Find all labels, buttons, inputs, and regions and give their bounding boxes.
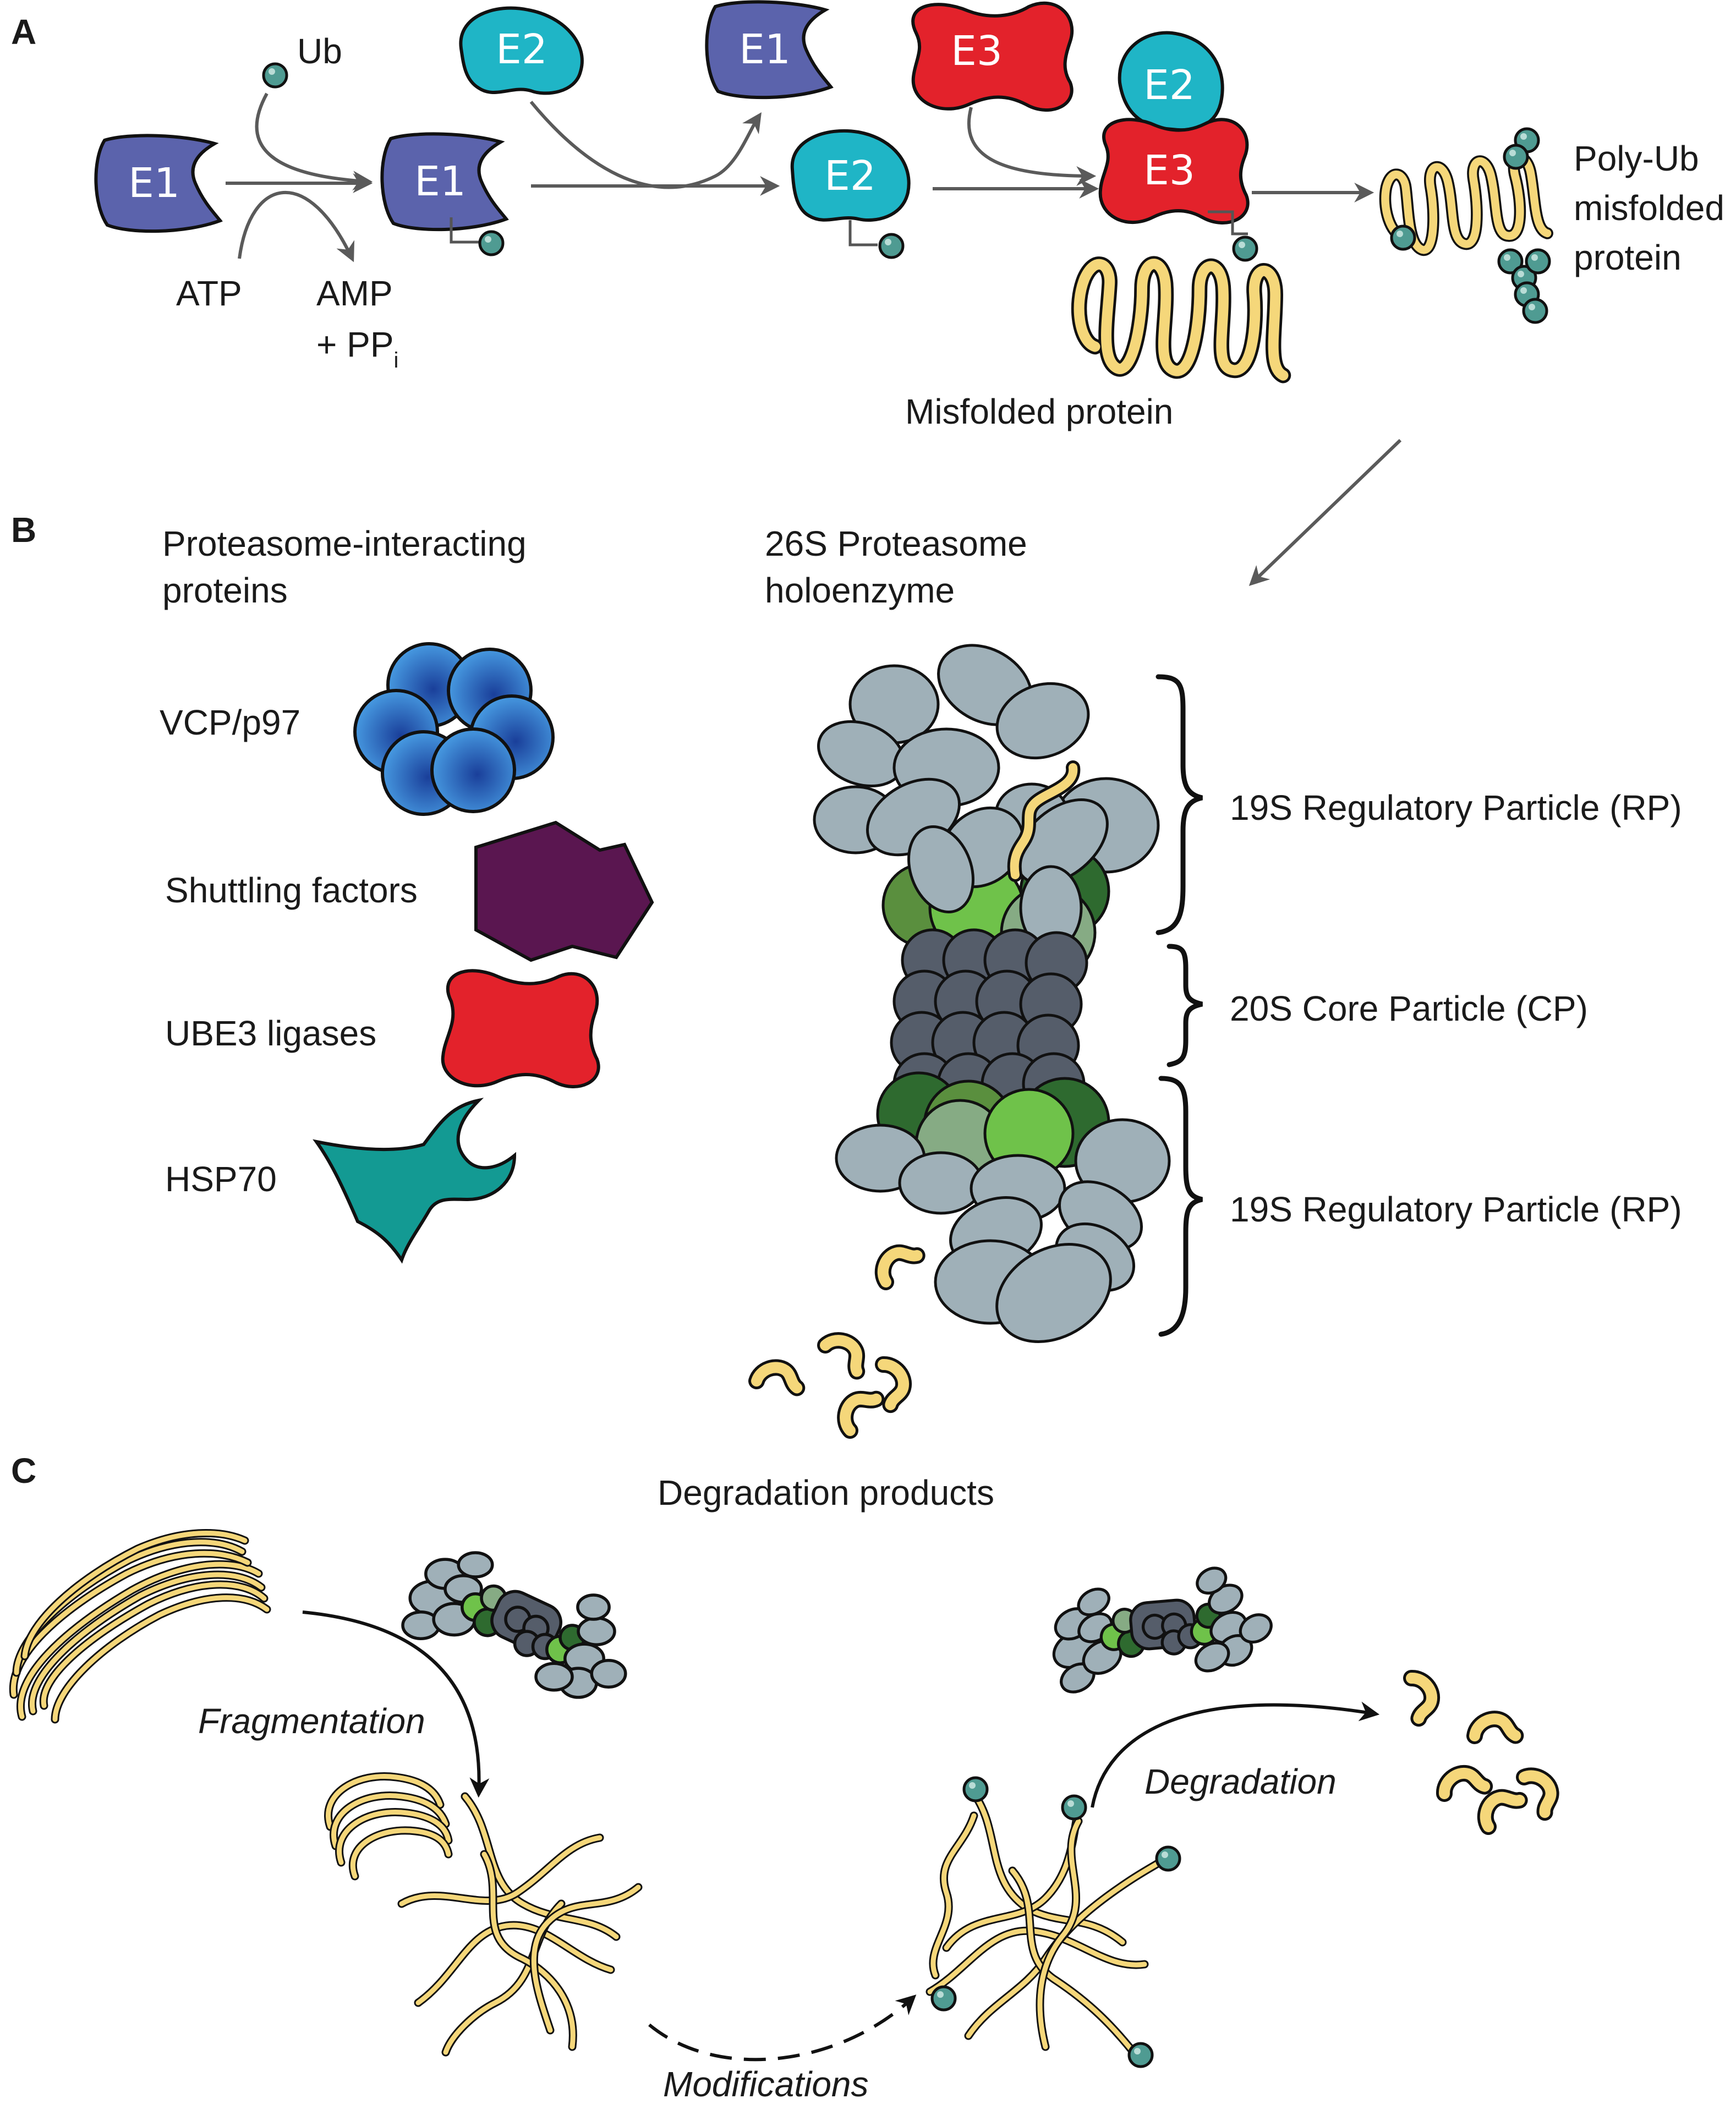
modified-oligomer-tangle-icon [925, 1778, 1180, 2067]
panel-label-c: C [11, 1451, 36, 1491]
svg-text:E1: E1 [414, 158, 466, 205]
ub-to-e1-arrow [255, 92, 373, 191]
fragmentation-arrow [302, 1610, 490, 1798]
svg-text:E2: E2 [496, 26, 547, 73]
brace-rp-top [1155, 674, 1203, 935]
peptide-fragments-icon [1399, 1673, 1560, 1834]
degradation-products-icon [755, 1243, 917, 1435]
fibril-fragment-icon [324, 1772, 453, 1881]
rp-top-label: 19S Regulatory Particle (RP) [1230, 788, 1682, 828]
ube3-ligases-label: UBE3 ligases [165, 1013, 376, 1053]
shuttling-factor-icon [474, 820, 654, 962]
svg-text:E1: E1 [128, 160, 180, 207]
svg-text:E3: E3 [1143, 147, 1195, 194]
e1-ub-thioester-bond [450, 217, 479, 244]
hsp70-label: HSP70 [165, 1159, 277, 1199]
e3-ligase-icon: E3 [911, 1, 1074, 112]
vcp-label: VCP/p97 [160, 703, 300, 742]
atp-to-amp-arrow [238, 191, 355, 262]
misfolded-protein-coil [1079, 264, 1283, 376]
ubiquitin-icon [480, 232, 503, 255]
e3-ub-bond [1208, 210, 1248, 235]
amp-label: AMP [316, 273, 393, 313]
polyub-label-line3: protein [1574, 238, 1682, 277]
cp-label: 20S Core Particle (CP) [1230, 989, 1588, 1028]
holoenzyme-title-line1: 26S Proteasome [765, 524, 1027, 563]
ubiquitin-icon [1234, 237, 1257, 260]
atp-label: ATP [176, 273, 242, 313]
e2-e3-complex-icon: E2 E3 [1098, 31, 1250, 224]
ube3-ligase-icon [441, 969, 600, 1088]
to-proteasome-arrow [1248, 439, 1402, 586]
proteasome-small-icon [403, 1553, 626, 1697]
modifications-label: Modifications [663, 2064, 869, 2104]
svg-text:E2: E2 [1143, 62, 1195, 109]
polyub-label-line2: misfolded [1574, 188, 1724, 228]
rp-bottom-label: 19S Regulatory Particle (RP) [1230, 1190, 1682, 1229]
proteasome-small-icon [1028, 1520, 1281, 1746]
e1-ub-enzyme-icon: E1 [382, 134, 506, 229]
brace-rp-bottom [1158, 1076, 1203, 1337]
degradation-label: Degradation [1144, 1762, 1337, 1801]
panel-label-b: B [11, 510, 36, 550]
ub-label: Ub [297, 31, 342, 71]
proteasome-26s-icon [813, 644, 1171, 1343]
e1-released-icon: E1 [707, 2, 831, 97]
svg-text:E3: E3 [951, 28, 1003, 75]
modifications-arrow [648, 1995, 917, 2062]
e1-enzyme-icon: E1 [96, 135, 220, 231]
e2-enzyme-icon: E2 [459, 6, 584, 95]
panel-label-a: A [11, 12, 36, 52]
shuttling-factors-label: Shuttling factors [165, 870, 418, 910]
interacting-title-line1: Proteasome-interacting [162, 524, 527, 563]
svg-text:E1: E1 [739, 26, 791, 73]
amyloid-fibril-aggregate-icon [9, 1529, 271, 1724]
e2-ub-thioester-bond [848, 220, 878, 246]
brace-cp [1167, 944, 1203, 1067]
vcp-p97-hexamer-icon [353, 642, 555, 816]
ubiquitin-icon [880, 234, 903, 257]
holoenzyme-title-line2: holoenzyme [765, 571, 955, 610]
ppi-label: + PPi [316, 325, 398, 372]
e3-recruitment-arrow [967, 107, 1097, 186]
interacting-title-line2: proteins [162, 571, 288, 610]
e2-ub-enzyme-icon: E2 [790, 129, 911, 222]
hsp70-chaperone-icon [313, 1098, 517, 1264]
regulatory-particle-bottom [835, 1118, 1171, 1343]
misfolded-protein-label: Misfolded protein [905, 392, 1173, 431]
polyub-label-line1: Poly-Ub [1574, 139, 1699, 178]
regulatory-particle-top [813, 644, 1160, 874]
degradation-products-label: Degradation products [658, 1473, 994, 1513]
e2-exchange-arrow [529, 101, 762, 189]
degradation-arrow [1091, 1701, 1380, 1808]
ubiquitin-icon [264, 64, 287, 87]
fragmentation-label: Fragmentation [198, 1701, 425, 1741]
oligomer-tangle-icon [397, 1792, 643, 2057]
svg-text:E2: E2 [824, 152, 876, 200]
